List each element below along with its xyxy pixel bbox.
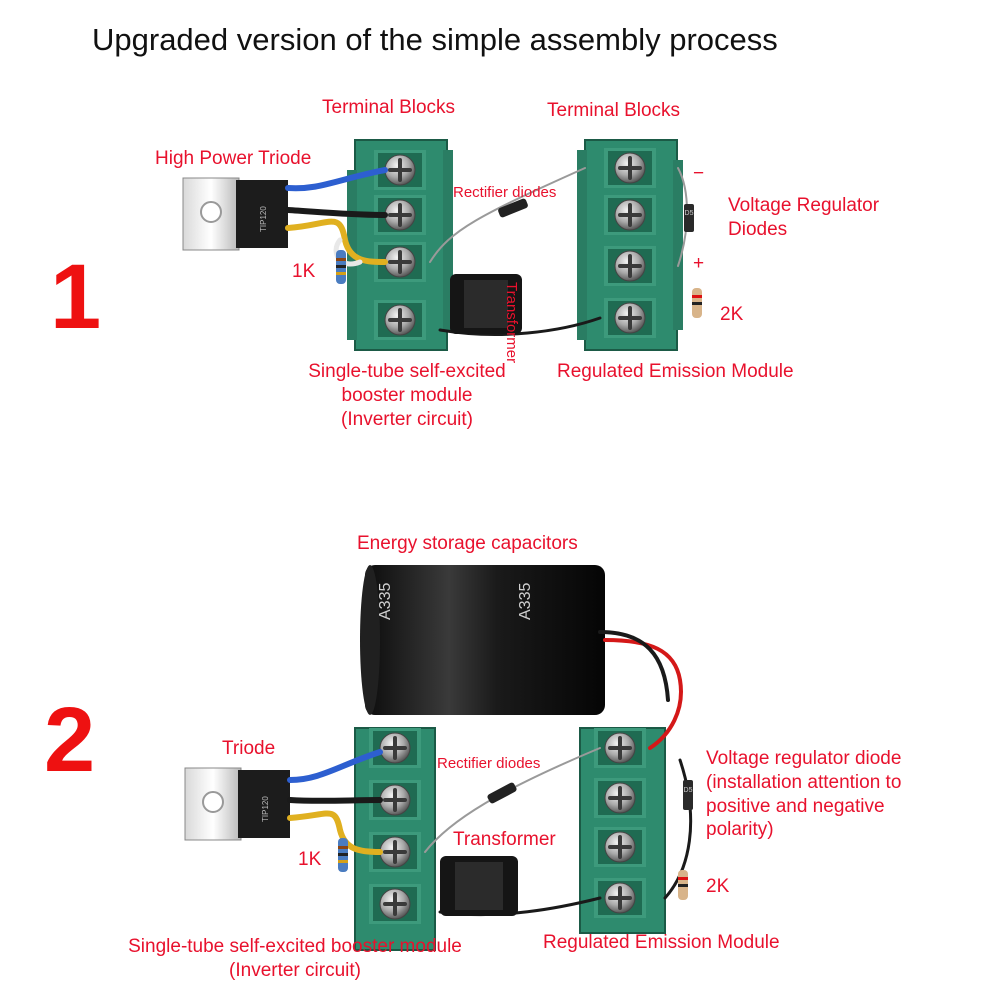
step2-emission-label: Regulated Emission Module (543, 932, 780, 953)
step2-left-terminal-block (354, 726, 436, 951)
step1-resistor-2k-label: 2K (720, 304, 744, 325)
step2-transistor: TIP120 (184, 767, 290, 841)
step2-capacitor-marking-right: A335 (517, 583, 534, 620)
step2-transformer-label: Transformer (453, 829, 556, 850)
step2-resistor-1k-label: 1K (298, 849, 322, 870)
step1-transistor-marking: TIP120 (259, 206, 268, 232)
step1-resistor-2k (692, 288, 702, 318)
step2-regulator-line4: polarity) (706, 819, 774, 841)
step2-rectifier-diode (487, 782, 517, 804)
step1-plus-sign: + (693, 253, 705, 274)
step1-left-terminal-block (347, 139, 453, 351)
step2-triode-label: Triode (222, 738, 276, 759)
step1-transformer-label: Transformer (503, 282, 520, 364)
step1-diode-marking: D5 (685, 210, 694, 217)
step2-resistor-1k (338, 838, 348, 872)
step2-booster-line1: Single-tube self-excited booster module (128, 936, 462, 957)
step2-regulator-line3: positive and negative (706, 795, 885, 817)
step1-resistor-1k (336, 250, 346, 284)
step1-transformer (450, 274, 522, 334)
step1-transistor: TIP120 (182, 177, 288, 251)
step1-regulator-line2: Diodes (728, 218, 788, 240)
step2-regulator-diode: D5 (683, 780, 693, 810)
step1-regulator-diode: D5 (684, 204, 694, 232)
step2-transistor-marking: TIP120 (261, 796, 270, 822)
step1-regulator-label: Voltage Regulator Diodes (728, 194, 879, 242)
step1-booster-label: Single-tube self-excited booster module … (287, 360, 527, 431)
step2-regulator-line2: (installation attention to (706, 771, 902, 793)
step1-emission-label: Regulated Emission Module (557, 361, 794, 382)
step2-right-terminal-block (579, 726, 666, 934)
step2-regulator-label: Voltage regulator diode (installation at… (706, 747, 901, 842)
step2-regulator-line1: Voltage regulator diode (706, 748, 902, 769)
step2-rectifier-label: Rectifier diodes (437, 755, 541, 772)
step2-capacitor-marking-left: A335 (377, 583, 394, 620)
step1-booster-line3: (Inverter circuit) (341, 408, 473, 430)
step1-resistor-1k-label: 1K (292, 261, 316, 282)
step2-booster-line2: (Inverter circuit) (229, 959, 361, 981)
step2-booster-label: Single-tube self-excited booster module … (95, 935, 495, 983)
step2-resistor-2k-label: 2K (706, 876, 730, 897)
step1-regulator-line1: Voltage Regulator (728, 195, 880, 216)
step1-terminal-blocks-right-label: Terminal Blocks (547, 100, 681, 121)
step2-transformer (440, 856, 518, 916)
step1-booster-line1: Single-tube self-excited (308, 361, 506, 382)
step2-resistor-2k (678, 870, 688, 900)
step1-right-terminal-block (577, 139, 683, 351)
step1-rectifier-label: Rectifier diodes (453, 184, 557, 201)
step1-minus-sign: − (693, 163, 705, 184)
step2-capacitor-label: Energy storage capacitors (357, 533, 578, 554)
step1-rectifier-diode (498, 198, 528, 218)
step2-capacitor: A335 A335 (360, 565, 605, 715)
step-number-1: 1 (50, 246, 102, 348)
step1-triode-label: High Power Triode (155, 148, 312, 169)
step1-booster-line2: booster module (341, 384, 473, 406)
step-number-2: 2 (44, 689, 96, 791)
step2-wires (287, 630, 693, 917)
step2-diode-marking: D5 (684, 787, 693, 794)
step1-terminal-blocks-left-label: Terminal Blocks (322, 97, 456, 118)
page-title: Upgraded version of the simple assembly … (92, 22, 778, 57)
